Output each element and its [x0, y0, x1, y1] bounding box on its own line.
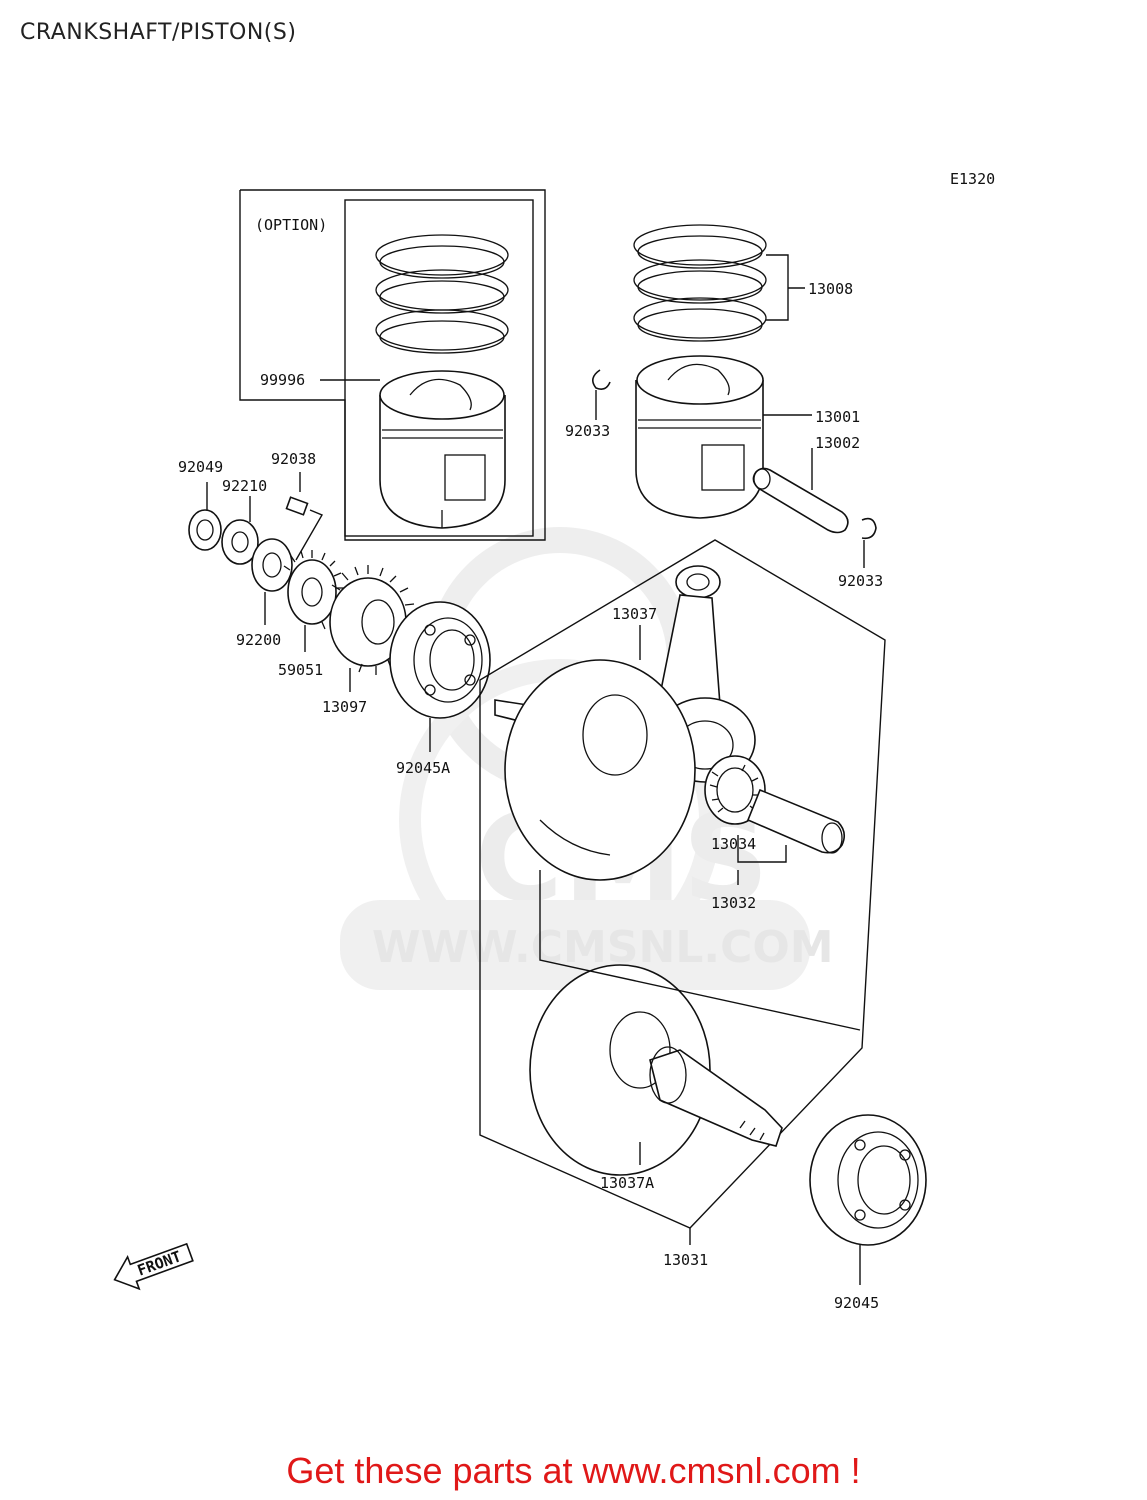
circlip-icon: [592, 369, 611, 390]
bearing-92045A: [389, 601, 491, 719]
label-92049: 92049: [178, 458, 223, 476]
label-13037: 13037: [612, 605, 657, 623]
bearing-92045: [809, 1114, 927, 1246]
crankshaft-piston-diagram: CMS WWW.CMSNL.COM E1320 (OPTION) 99996: [113, 170, 995, 1312]
page-title: CRANKSHAFT/PISTON(S): [20, 20, 297, 45]
washer-92200: [251, 538, 293, 592]
label-13008: 13008: [808, 280, 853, 298]
front-arrow-icon: FRONT: [113, 1242, 194, 1291]
label-99996: 99996: [260, 371, 305, 389]
label-13032: 13032: [711, 894, 756, 912]
label-92033b: 92033: [838, 572, 883, 590]
piston-pin: [752, 467, 849, 534]
watermark-url: WWW.CMSNL.COM: [372, 922, 834, 973]
piston-rings: [633, 224, 767, 342]
bracket-13008: [766, 254, 789, 321]
label-92045A: 92045A: [396, 759, 450, 777]
oil-seal-92049: [188, 509, 222, 551]
label-92210: 92210: [222, 477, 267, 495]
label-13034: 13034: [711, 835, 756, 853]
piston: [635, 355, 764, 519]
label-59051: 59051: [278, 661, 323, 679]
label-13037A: 13037A: [600, 1174, 654, 1192]
circlip-icon: [861, 517, 877, 540]
label-92033a: 92033: [565, 422, 610, 440]
option-box: (OPTION): [239, 189, 546, 541]
label-92045: 92045: [834, 1294, 879, 1312]
label-92038: 92038: [271, 450, 316, 468]
crank-pin-13032: [746, 788, 846, 854]
label-13001: 13001: [815, 408, 860, 426]
front-label: FRONT: [135, 1247, 184, 1279]
option-label: (OPTION): [255, 216, 327, 234]
nut-92210: [221, 519, 259, 565]
label-13031: 13031: [663, 1251, 708, 1269]
label-92200: 92200: [236, 631, 281, 649]
gear-59051: [283, 550, 344, 630]
option-piston-rings: [375, 234, 509, 354]
option-piston: [379, 370, 506, 529]
needle-bearing-13034: [704, 755, 766, 825]
diagram-code: E1320: [950, 170, 995, 188]
key-92038: [285, 496, 309, 516]
crank-web-13037: [494, 659, 696, 881]
crank-web-13037A: [529, 964, 783, 1176]
promo-link[interactable]: Get these parts at www.cmsnl.com !: [286, 1450, 861, 1491]
leader-13034: [737, 835, 787, 863]
leader-92038b: [295, 509, 324, 561]
label-13002: 13002: [815, 434, 860, 452]
crank-frame-line: [539, 870, 861, 1031]
crankshaft-assembly-box: [479, 539, 886, 1229]
label-13097: 13097: [322, 698, 367, 716]
